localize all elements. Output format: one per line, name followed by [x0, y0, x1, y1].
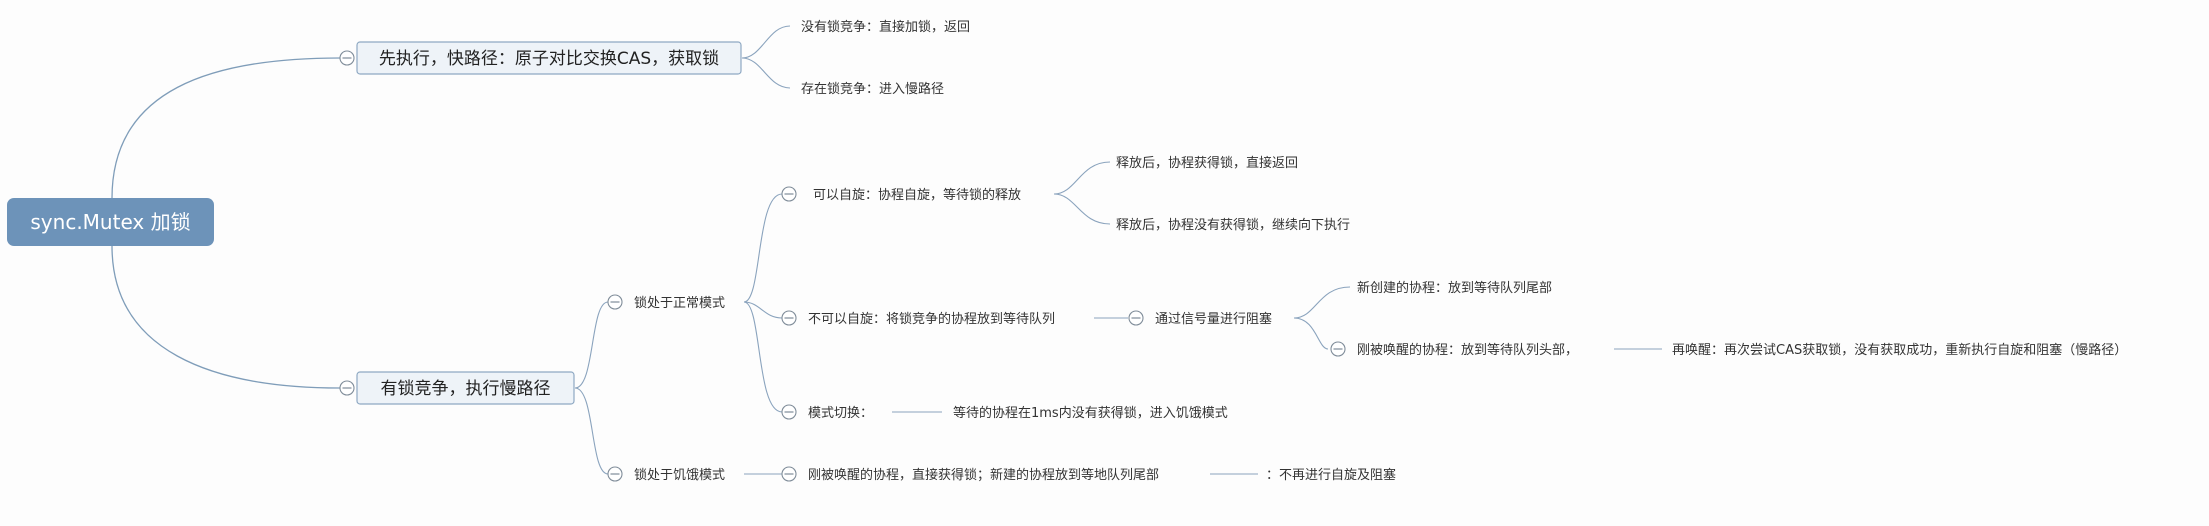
- collapse-toggle-semaphore[interactable]: [1128, 310, 1144, 326]
- collapse-toggle-slow-path[interactable]: [339, 380, 355, 396]
- root-node[interactable]: sync.Mutex 加锁: [7, 198, 214, 246]
- topic-fast-path-box: [356, 41, 742, 75]
- connector-semaphore-woken: [1293, 317, 1329, 350]
- connector-root-slow: [111, 245, 341, 389]
- starvation-mode-label[interactable]: 锁处于饥饿模式: [634, 467, 725, 483]
- topic-slow-path-label: 有锁竞争，执行慢路径: [381, 378, 551, 399]
- semaphore-new-goroutine: 新创建的协程：放到等待队列尾部: [1357, 280, 1552, 296]
- collapse-toggle-normal-mode[interactable]: [607, 294, 623, 310]
- connector-fast-leaf2: [741, 57, 791, 89]
- woken-goroutine-label[interactable]: 刚被唤醒的协程：放到等待队列头部，: [1357, 342, 1578, 358]
- woken-rewake-leaf: 再唤醒：再次尝试CAS获取锁，没有获取成功，重新执行自旋和阻塞（慢路径）: [1672, 342, 2127, 358]
- spin-leaf-not-acquired: 释放后，协程没有获得锁，继续向下执行: [1116, 217, 1350, 233]
- connector-slow-starvation: [574, 387, 609, 475]
- collapse-toggle-no-spin[interactable]: [781, 310, 797, 326]
- connector-semaphore-new: [1293, 286, 1351, 319]
- semaphore-label[interactable]: 通过信号量进行阻塞: [1155, 311, 1272, 327]
- connector-normal-nospin: [743, 301, 783, 319]
- root-node-label: sync.Mutex 加锁: [30, 210, 190, 234]
- collapse-toggle-starvation-detail[interactable]: [781, 466, 797, 482]
- collapse-toggle-fast-path[interactable]: [339, 50, 355, 66]
- mode-switch-detail: 等待的协程在1ms内没有获得锁，进入饥饿模式: [953, 405, 1228, 421]
- connector-slow-normal: [574, 301, 609, 389]
- connector-root-fast: [111, 57, 341, 199]
- topic-slow-path-box: [356, 371, 575, 405]
- spin-branch-label[interactable]: 可以自旋：协程自旋，等待锁的释放: [813, 187, 1021, 203]
- starvation-detail-note: ：不再进行自旋及阻塞: [1266, 467, 1396, 483]
- starvation-detail-label[interactable]: 刚被唤醒的协程，直接获得锁；新建的协程放到等地队列尾部: [808, 467, 1159, 483]
- fast-path-leaf-no-contention: 没有锁竞争：直接加锁，返回: [801, 19, 970, 35]
- connector-normal-switch: [743, 301, 783, 413]
- normal-mode-label[interactable]: 锁处于正常模式: [634, 295, 725, 311]
- connector-spin-leaf2: [1053, 193, 1111, 225]
- topic-fast-path[interactable]: 先执行，快路径：原子对比交换CAS，获取锁: [356, 41, 742, 75]
- connector-spin-leaf1: [1053, 161, 1111, 195]
- spin-leaf-acquired: 释放后，协程获得锁，直接返回: [1116, 155, 1298, 171]
- fast-path-leaf-contention: 存在锁竞争：进入慢路径: [801, 81, 944, 97]
- no-spin-branch-label[interactable]: 不可以自旋：将锁竞争的协程放到等待队列: [808, 311, 1055, 327]
- collapse-toggle-spin[interactable]: [781, 186, 797, 202]
- collapse-toggle-mode-switch[interactable]: [781, 404, 797, 420]
- collapse-toggle-starvation-mode[interactable]: [607, 466, 623, 482]
- topic-fast-path-label: 先执行，快路径：原子对比交换CAS，获取锁: [379, 49, 719, 69]
- connector-fast-leaf1: [741, 25, 791, 59]
- connector-normal-spin: [743, 193, 783, 303]
- mode-switch-label[interactable]: 模式切换：: [808, 406, 873, 421]
- root-node-box: [7, 198, 214, 246]
- connector-lines: [111, 25, 1662, 475]
- collapse-toggle-woken-goroutine[interactable]: [1330, 341, 1346, 357]
- topic-slow-path[interactable]: 有锁竞争，执行慢路径: [356, 371, 575, 405]
